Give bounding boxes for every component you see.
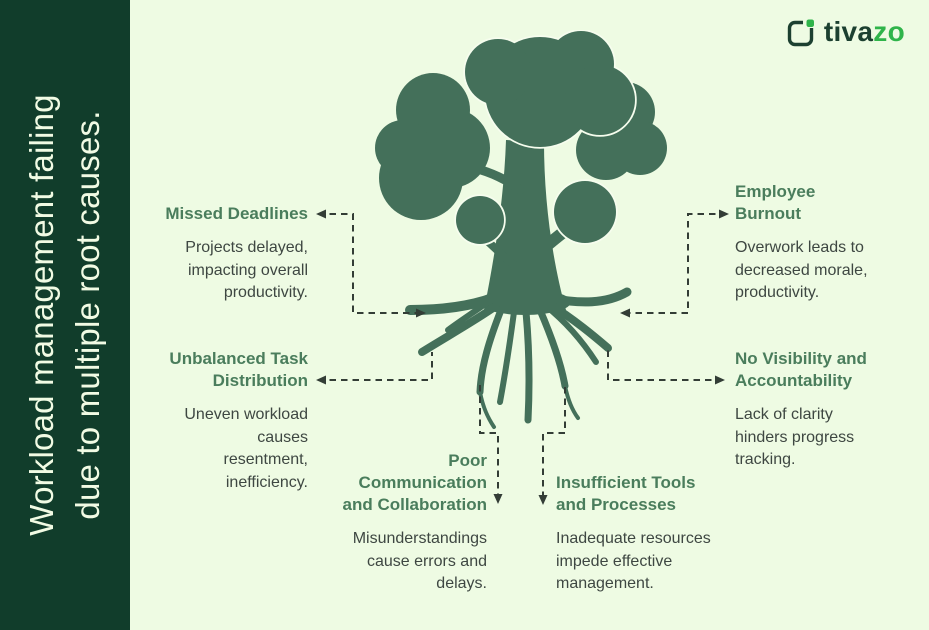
cause-description: Uneven workload causes resentment, ineff… [184, 406, 308, 491]
cause-description: Lack of clarity hinders progress trackin… [735, 406, 855, 468]
arrowhead-employee-burnout [719, 209, 729, 219]
cause-no-visibility-and-accountability: No Visibility and Accountability Lack of… [735, 348, 885, 472]
cause-missed-deadlines: Missed Deadlines Projects delayed, impac… [140, 203, 308, 305]
cause-insufficient-tools-and-processes: Insufficient Tools and Processes Inadequ… [556, 472, 711, 596]
connector-employee-burnout [622, 213, 727, 314]
connector-unbalanced-task [318, 352, 433, 381]
arrowhead-insufficient-tools [538, 495, 548, 505]
cause-unbalanced-task-distribution: Unbalanced Task Distribution Uneven work… [140, 348, 308, 494]
brand-name-dark: tiva [823, 16, 874, 47]
cause-title: Unbalanced Task Distribution [169, 349, 308, 390]
cause-description: Misunderstandings cause errors and delay… [352, 530, 487, 592]
arrowhead-root-left [416, 308, 426, 318]
arrowhead-poor-communication [493, 494, 503, 504]
arrowhead-root-right [620, 308, 630, 318]
cause-title: Poor Communication and Collaboration [342, 451, 488, 514]
cause-description: Overwork leads to decreased morale, prod… [735, 239, 868, 301]
connector-no-visibility [607, 350, 723, 381]
brand-name-green: zo [873, 16, 905, 47]
cause-title: Missed Deadlines [165, 204, 308, 223]
tree-with-roots-illustration [375, 30, 667, 429]
connector-insufficient-tools [542, 387, 566, 500]
arrowhead-unbalanced-task [316, 375, 326, 385]
tivazo-logo-icon [787, 16, 817, 46]
connector-missed-deadlines [318, 213, 424, 314]
arrowhead-missed-deadlines [316, 209, 326, 219]
cause-poor-communication-and-collaboration: Poor Communication and Collaboration Mis… [330, 450, 488, 596]
cause-description: Inadequate resources impede effective ma… [556, 530, 711, 592]
cause-title: Insufficient Tools and Processes [556, 473, 696, 514]
cause-title: No Visibility and Accountability [735, 349, 867, 390]
connector-poor-communication [479, 385, 499, 499]
brand-logo: tivazo [786, 16, 905, 48]
cause-employee-burnout: Employee Burnout Overwork leads to decre… [735, 181, 885, 305]
sidebar: Workload management failing due to multi… [0, 0, 130, 630]
cause-description: Projects delayed, impacting overall prod… [185, 239, 308, 301]
arrowhead-no-visibility [715, 375, 725, 385]
brand-name: tivazo [824, 16, 905, 48]
cause-title: Employee Burnout [735, 182, 816, 223]
